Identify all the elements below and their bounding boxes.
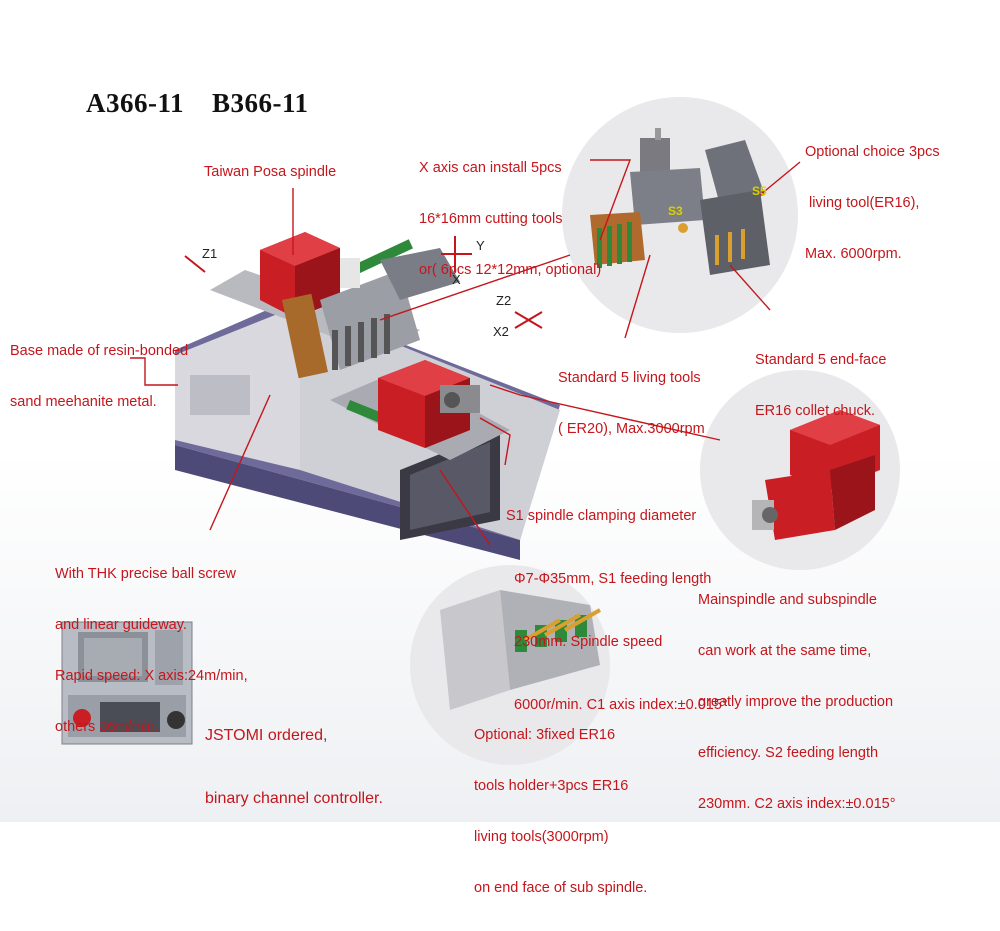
callout-ball-screw: With THK precise ball screw and linear g… [55, 532, 248, 770]
callout-line: Optional choice 3pcs [805, 144, 940, 160]
callout-line: or( 6pcs 12*12mm, optional) [419, 262, 602, 278]
station-label-s5: S5 [752, 184, 767, 198]
callout-line: JSTOMI ordered, [205, 727, 328, 744]
controller-panel [61, 621, 193, 745]
axis-label-z1: Z1 [202, 246, 218, 261]
callout-line: 6000r/min. C1 axis index:±0.015° [506, 697, 728, 713]
callout-s1-spindle: S1 spindle clamping diameter Φ7-Φ35mm, S… [506, 464, 728, 758]
callout-line: greatly improve the production [698, 694, 894, 710]
sub-spindle-head [378, 360, 480, 448]
callout-line: efficiency. S2 feeding length [698, 745, 879, 761]
model-b-label: B366-11 [212, 88, 309, 118]
callout-standard-end-face: Standard 5 end-face ER16 collet chuck. [755, 318, 886, 454]
callout-line: living tool(ER16), [805, 195, 920, 211]
axis-label-z2: Z2 [496, 293, 512, 308]
callout-line: S1 spindle clamping diameter [506, 508, 697, 524]
callout-main-sub-spindle: Mainspindle and subspindle can work at t… [698, 558, 896, 847]
callout-line: ( ER20), Max.3000rpm [558, 421, 705, 437]
callout-line: ER16 collet chuck. [755, 403, 876, 419]
axis-label-x2: X2 [493, 324, 509, 339]
callout-controller: JSTOMI ordered, binary channel controlle… [205, 683, 383, 851]
end-face-holder-zoom [440, 590, 601, 710]
callout-line: sand meehanite metal. [10, 394, 157, 410]
tool-gang [320, 248, 460, 370]
callout-x-axis-tools: X axis can install 5pcs 16*16mm cutting … [419, 126, 601, 313]
diagram-stage: A366-11 B366-11 Taiwan Posa spindle X axi… [10, 88, 940, 896]
callout-line: living tools(3000rpm) [474, 829, 609, 845]
callout-line: 230mm. C2 axis index:±0.015° [698, 796, 896, 812]
callout-line: and linear guideway. [55, 617, 187, 633]
page-title: A366-11 B366-11 [86, 88, 337, 119]
callout-line: Standard 5 living tools [558, 370, 701, 386]
callout-line: others 36m/min. [55, 719, 159, 735]
main-spindle-head [260, 232, 340, 379]
callout-posa-spindle: Taiwan Posa spindle [204, 164, 337, 180]
callout-base: Base made of resin-bonded sand meehanite… [10, 309, 188, 445]
machine-illustration [61, 97, 900, 765]
axis-arrows [184, 236, 543, 329]
callout-line: Φ7-Φ35mm, S1 feeding length [506, 571, 712, 587]
callout-line: Max. 6000rpm. [805, 246, 902, 262]
callout-line: tools holder+3pcs ER16 [474, 778, 629, 794]
callout-line: on end face of sub spindle. [474, 880, 648, 896]
callout-line: Standard 5 end-face [755, 352, 887, 368]
callout-optional-living-tool: Optional choice 3pcs living tool(ER16), … [805, 110, 940, 297]
callout-line: binary channel controller. [205, 790, 383, 807]
callout-line: X axis can install 5pcs [419, 160, 562, 176]
axis-label-x: X [452, 272, 461, 287]
callout-line: Optional: 3fixed ER16 [474, 727, 616, 743]
spindle-unit-zoom [752, 410, 880, 540]
callout-line: With THK precise ball screw [55, 566, 237, 582]
callout-line: 16*16mm cutting tools [419, 211, 563, 227]
callout-line: Base made of resin-bonded [10, 343, 189, 359]
model-a-label: A366-11 [86, 88, 184, 118]
callout-optional-holder: Optional: 3fixed ER16 tools holder+3pcs … [474, 693, 647, 931]
callout-line: Rapid speed: X axis:24m/min, [55, 668, 248, 684]
tool-assembly-zoom [590, 128, 770, 275]
callout-line: 230mm. Spindle speed [506, 634, 663, 650]
callout-standard-living-tools: Standard 5 living tools ( ER20), Max.300… [558, 336, 705, 472]
callout-line: can work at the same time, [698, 643, 872, 659]
leader-lines [130, 159, 801, 546]
axis-label-y: Y [476, 238, 485, 253]
station-label-s3: S3 [668, 204, 683, 218]
callout-line: Mainspindle and subspindle [698, 592, 877, 608]
